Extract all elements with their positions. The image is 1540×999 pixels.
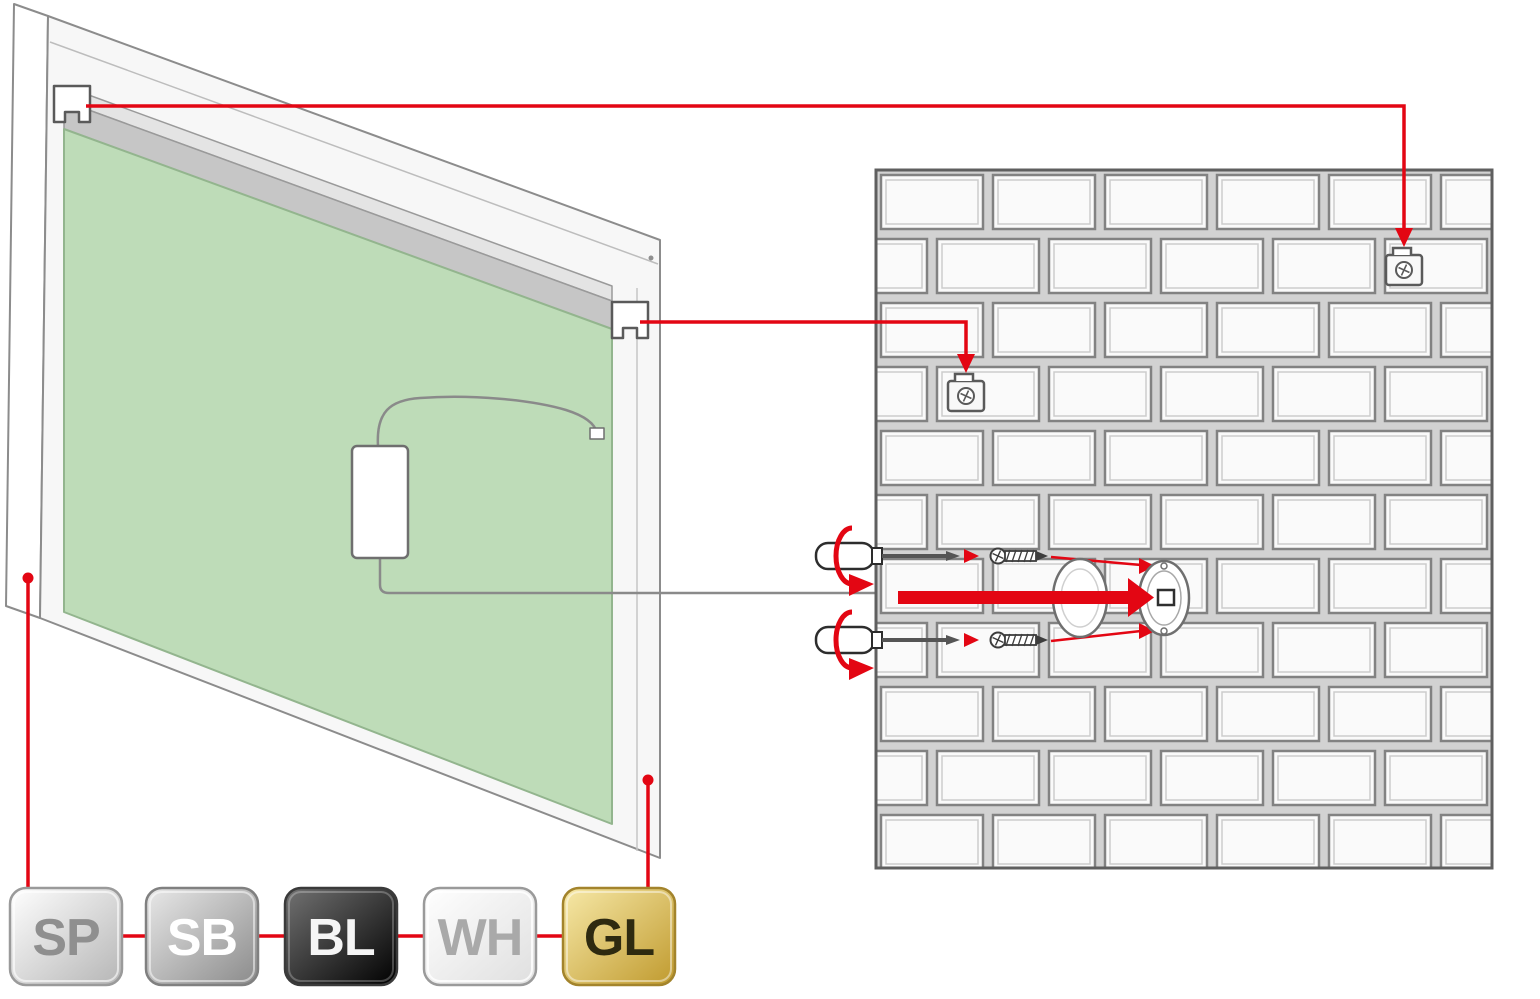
- finish-badge-sp-label: SP: [32, 909, 99, 967]
- finish-badge-bl-swatch: [283, 886, 399, 987]
- finish-badge-bl-label: BL: [307, 909, 375, 967]
- frame-screw-hole: [648, 255, 654, 261]
- finish-badge-wh: WH: [422, 886, 538, 987]
- finish-badge-wh-swatch: [422, 886, 538, 987]
- finish-badge-sp-swatch: [8, 886, 124, 987]
- mounting-clip-right: [610, 300, 650, 340]
- driver-cable-top: [376, 395, 599, 447]
- connector-left-arrowhead: [1395, 228, 1413, 247]
- finish-badge-sb-swatch: [144, 886, 260, 987]
- wall-bracket-upper: [1384, 246, 1424, 287]
- screw-arrowhead-top: [1139, 558, 1155, 574]
- mirror-assembly: [5, 3, 892, 859]
- callout-dot-right: [642, 774, 654, 786]
- connector-right-clip-to-wall: [640, 320, 968, 356]
- finish-badge-wh-label: WH: [438, 909, 523, 967]
- screw-arrowhead-bottom: [1139, 623, 1155, 639]
- mounting-clip-left: [52, 84, 92, 124]
- finish-badge-sp: SP: [8, 886, 124, 987]
- finish-callout-lines: [26, 578, 650, 938]
- connector-left-clip-to-wall: [86, 104, 1406, 230]
- finish-badge-sb: SB: [144, 886, 260, 987]
- finish-badge-gl-swatch: [561, 886, 677, 987]
- back-panel: [63, 128, 613, 825]
- cup-slot: [1156, 588, 1176, 607]
- frame-top-fold-line: [49, 41, 659, 265]
- insert-direction-arrow: [898, 578, 1154, 617]
- finish-badge-sb-label: SB: [167, 909, 237, 967]
- wall-bracket-lower: [946, 372, 986, 413]
- cable-connector: [589, 427, 605, 440]
- finish-badge-gl-label: GL: [584, 909, 654, 967]
- brick-wall: [874, 168, 1494, 870]
- screw-direction-arrows: [1050, 555, 1142, 643]
- connector-right-arrowhead: [957, 354, 975, 373]
- led-driver-box: [350, 444, 410, 560]
- driver-cable-bottom: [378, 558, 886, 595]
- brick-wall-face: [874, 168, 1494, 870]
- finish-badge-bl: BL: [283, 886, 399, 987]
- clip-position-connectors: [86, 104, 1406, 356]
- callout-dot-left: [22, 572, 34, 584]
- finish-badges: SP SB BL WH GL: [8, 886, 677, 987]
- finish-badge-gl: GL: [561, 886, 677, 987]
